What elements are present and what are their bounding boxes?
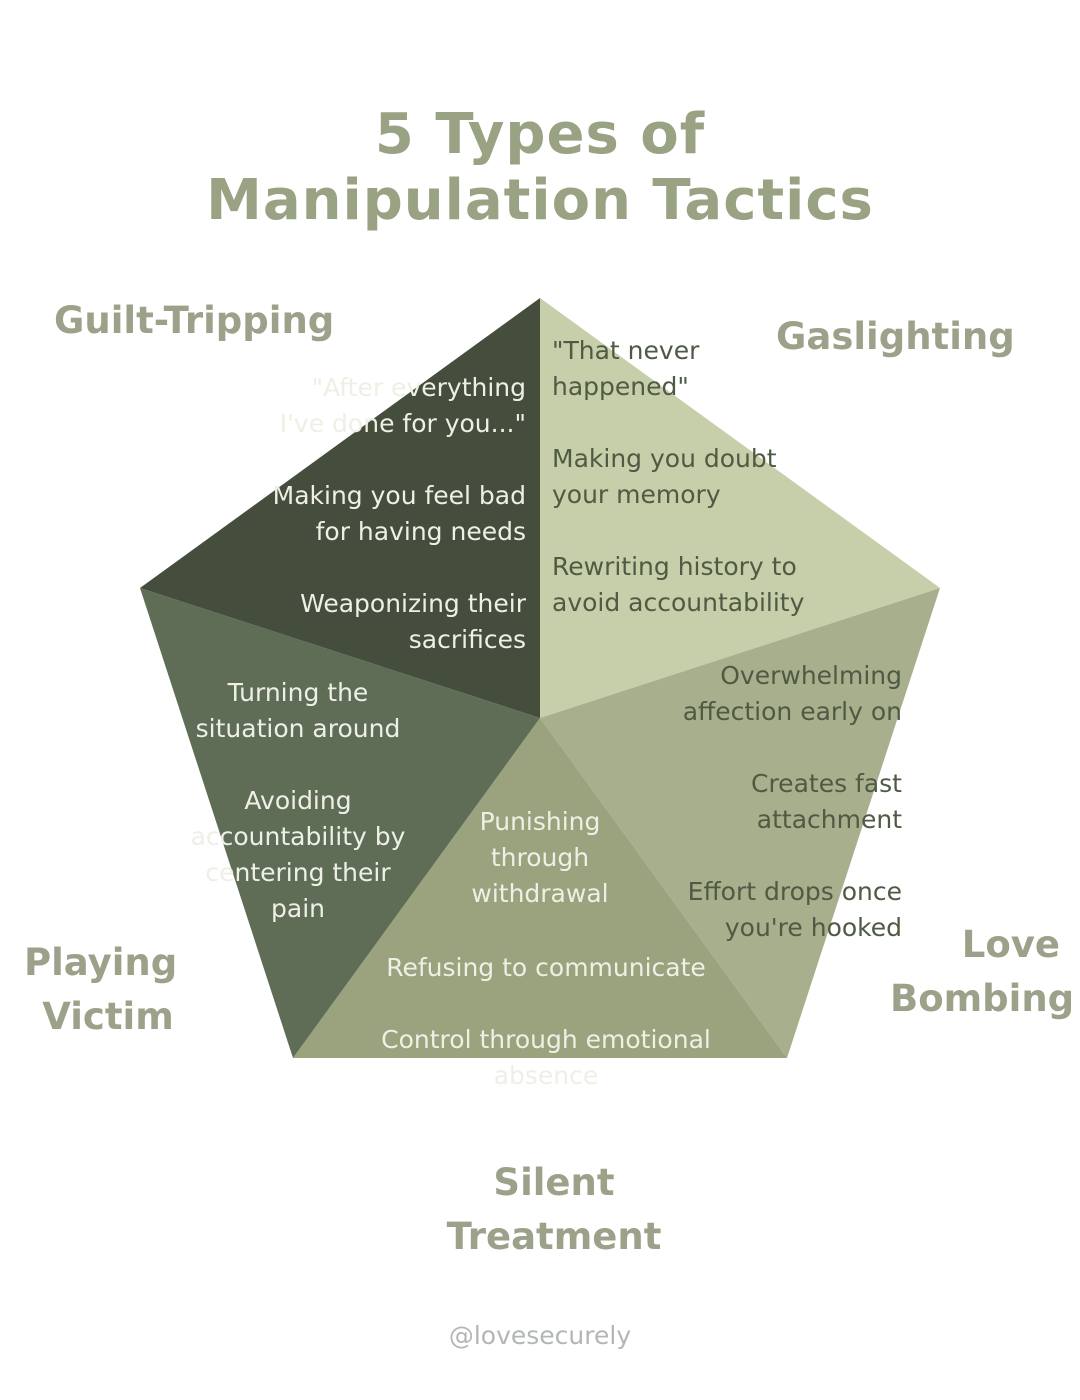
slice-playing-victim — [140, 588, 540, 1058]
category-playing-victim: Playing Victim — [24, 941, 178, 1038]
category-love-bombing: Love Bombing — [890, 923, 1075, 1020]
slice-guilt-tripping — [140, 298, 540, 718]
title-line-2: Manipulation Tactics — [206, 168, 874, 233]
category-silent-treatment: Silent Treatment — [446, 1161, 662, 1258]
credit-handle: @lovesecurely — [448, 1321, 632, 1350]
silent-treatment-items-bottom: Refusing to communicate Control through … — [381, 953, 711, 1090]
playing-victim-items: Turning the situation around Avoiding ac… — [190, 678, 406, 923]
category-guilt-tripping: Guilt-Tripping — [54, 299, 335, 342]
guilt-tripping-items: "After everything I've done for you..." … — [272, 373, 526, 654]
title-line-1: 5 Types of — [374, 102, 706, 167]
silent-treatment-items-top: Punishing through withdrawal — [471, 807, 609, 908]
category-gaslighting: Gaslighting — [776, 315, 1015, 358]
slice-silent-treatment — [293, 718, 787, 1058]
gaslighting-items: "That never happened" Making you doubt y… — [552, 336, 805, 617]
love-bombing-items: Overwhelming affection early on Creates … — [682, 661, 902, 942]
slice-love-bombing — [540, 588, 940, 1058]
slice-gaslighting — [540, 298, 940, 718]
